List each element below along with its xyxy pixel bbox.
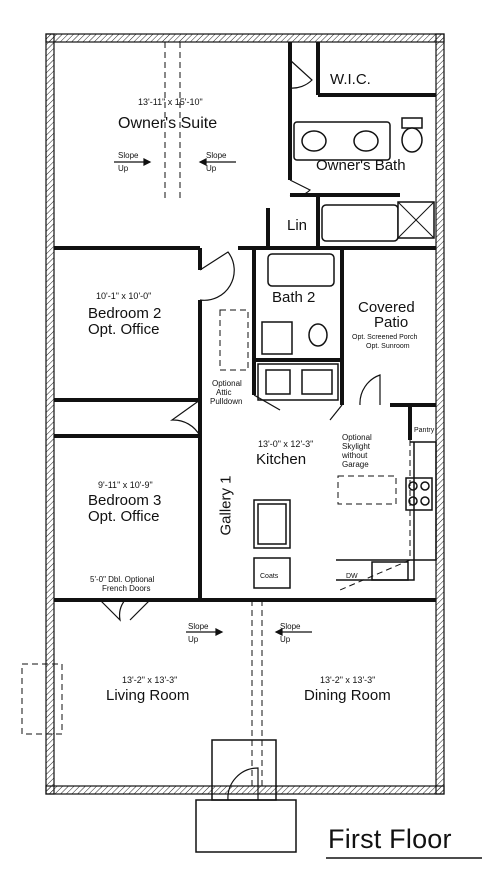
slope-label-suite-right: Slope xyxy=(206,151,227,160)
bedroom3-dims: 9'-11" x 10'-9" xyxy=(98,480,153,490)
dashed-lines xyxy=(21,42,411,790)
bedroom3-alt: Opt. Office xyxy=(88,508,160,525)
slope-up-suite-right: Up xyxy=(206,164,217,173)
french-doors-note-1: 5'-0" Dbl. Optional xyxy=(90,575,155,584)
skylight-note-2: Skylight xyxy=(342,442,371,451)
dining-name: Dining Room xyxy=(304,687,391,704)
slope-up-dining-right: Up xyxy=(280,635,291,644)
patio-name-line2: Patio xyxy=(374,314,409,331)
attic-note-2: Attic xyxy=(216,388,232,397)
interior-walls xyxy=(54,42,436,602)
slope-up-suite-left: Up xyxy=(118,164,129,173)
gallery-name: Gallery 1 xyxy=(217,475,235,536)
kitchen-dims: 13'-0" x 12'-3" xyxy=(258,439,314,449)
living-dims: 13'-2" x 13'-3" xyxy=(122,675,178,685)
plan-title: First Floor xyxy=(328,824,452,854)
patio-note-line1: Opt. Screened Porch xyxy=(352,334,418,341)
exterior-walls xyxy=(45,33,445,795)
bedroom3-name: Bedroom 3 xyxy=(88,492,162,509)
attic-note-1: Optional xyxy=(212,379,242,388)
skylight-note-1: Optional xyxy=(342,433,372,442)
kitchen-counters xyxy=(253,363,437,589)
dishwasher-label: DW xyxy=(346,573,358,580)
dining-dims: 13'-2" x 13'-3" xyxy=(320,675,376,685)
living-name: Living Room xyxy=(106,687,190,704)
bedroom2-alt: Opt. Office xyxy=(88,321,160,338)
french-doors-note-2: French Doors xyxy=(102,584,151,593)
slope-label-suite-left: Slope xyxy=(118,151,139,160)
owners-bath-name: Owner's Bath xyxy=(316,157,406,174)
owners-suite-dims: 13'-11" x 15'-10" xyxy=(138,97,203,107)
slope-label-living-left: Slope xyxy=(188,622,209,631)
front-porch xyxy=(195,739,297,853)
coats-name: Coats xyxy=(260,573,279,580)
bedroom2-dims: 10'-1" x 10'-0" xyxy=(96,291,152,301)
wic-name: W.I.C. xyxy=(330,71,371,88)
linen-name: Lin xyxy=(287,217,308,234)
bath-fixtures xyxy=(261,117,435,355)
skylight-note-3: without xyxy=(342,451,368,460)
bedroom2-name: Bedroom 2 xyxy=(88,305,162,322)
owners-suite-name: Owner's Suite xyxy=(118,115,218,132)
slope-arrows xyxy=(114,158,312,636)
attic-note-3: Pulldown xyxy=(210,397,243,406)
patio-note-line2: Opt. Sunroom xyxy=(366,343,410,350)
slope-up-living-left: Up xyxy=(188,635,199,644)
slope-label-dining-right: Slope xyxy=(280,622,301,631)
bath2-name: Bath 2 xyxy=(272,289,316,306)
kitchen-name: Kitchen xyxy=(256,451,307,468)
patio-name-line1: Covered xyxy=(358,299,415,316)
door-swings xyxy=(99,59,381,801)
skylight-note-4: Garage xyxy=(342,460,369,469)
pantry-name: Pantry xyxy=(414,427,435,434)
